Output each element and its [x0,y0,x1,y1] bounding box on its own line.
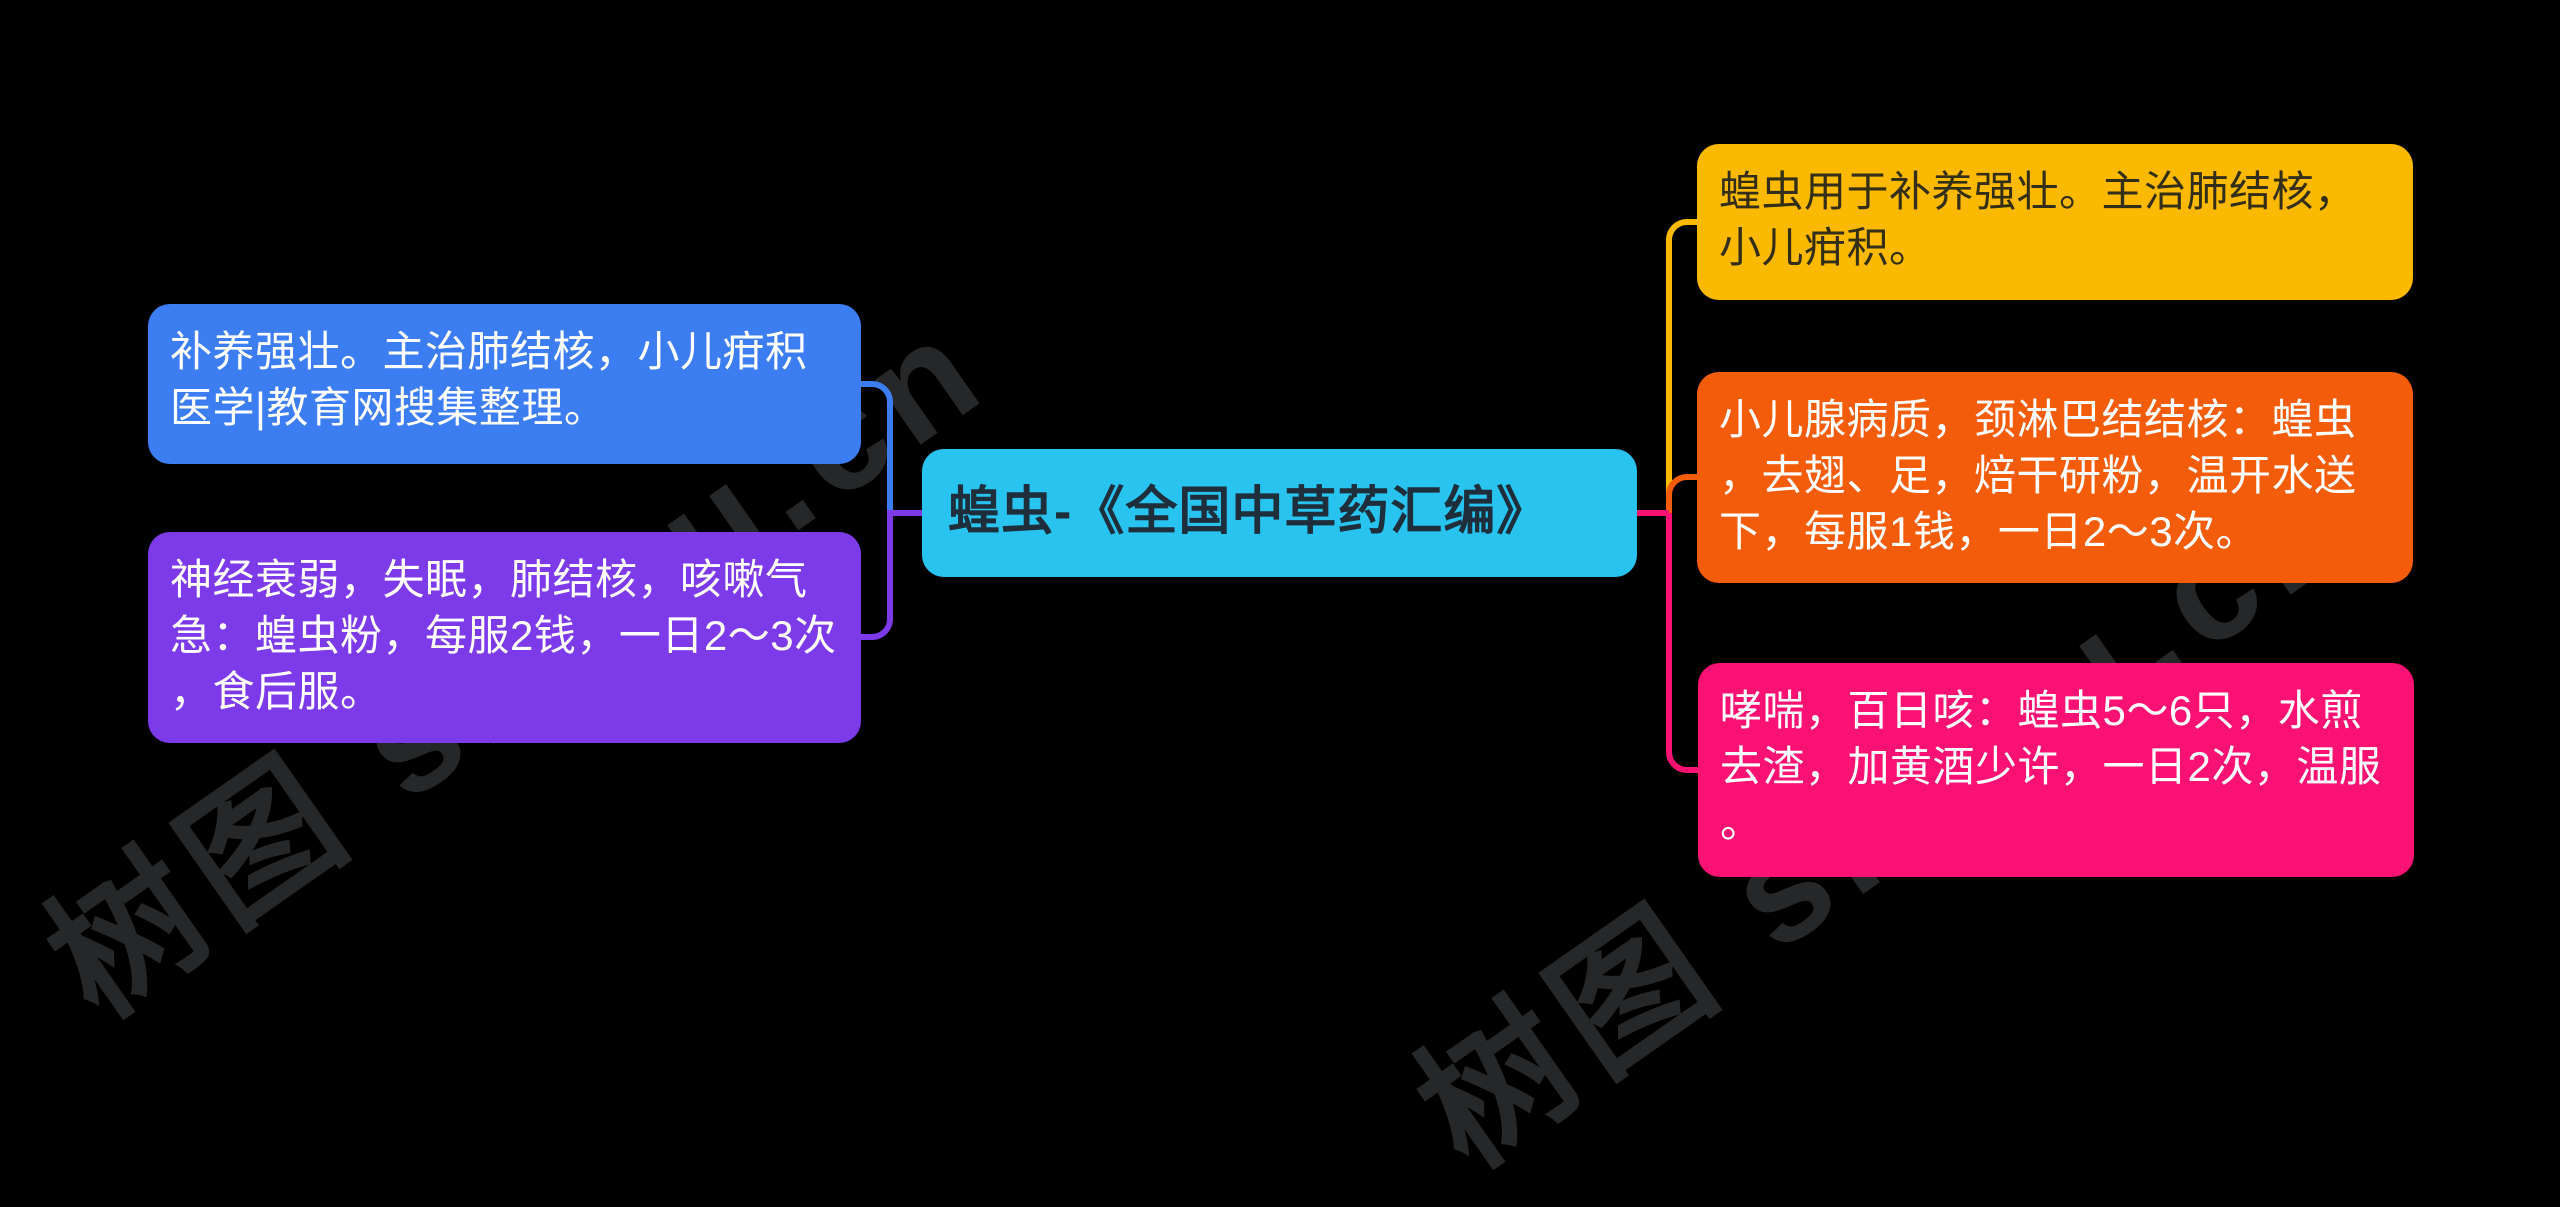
connector-left-bottom [857,513,893,640]
branch-node-neurasthenia-recipe[interactable]: 神经衰弱，失眠，肺结核，咳嗽气急：蝗虫粉，每服2钱，一日2～3次，食后服。 [148,532,861,743]
connector-left-top [857,381,893,513]
branch-node-asthma-recipe[interactable]: 哮喘，百日咳：蝗虫5～6只，水煎去渣，加黄酒少许，一日2次，温服。 [1698,663,2414,877]
connector-right-bottom [1666,513,1698,773]
mindmap-canvas: 树图 shutu.cn 树图 shutu.cn 补养强壮。主治肺结核，小儿疳积医… [18,144,2414,1198]
branch-node-main-indications[interactable]: 蝗虫用于补养强壮。主治肺结核，小儿疳积。 [1697,144,2413,300]
connector-right-top [1666,219,1697,513]
connector-right-middle [1666,474,1697,513]
branch-node-scrofula-recipe[interactable]: 小儿腺病质，颈淋巴结结核：蝗虫，去翅、足，焙干研粉，温开水送下，每服1钱，一日2… [1697,372,2413,583]
root-node-title[interactable]: 蝗虫-《全国中草药汇编》 [922,449,1637,577]
branch-node-tonic-use[interactable]: 补养强壮。主治肺结核，小儿疳积医学|教育网搜集整理。 [148,304,861,464]
